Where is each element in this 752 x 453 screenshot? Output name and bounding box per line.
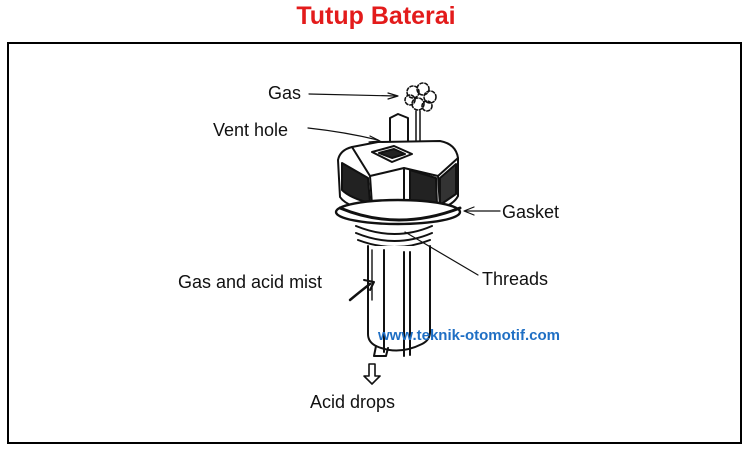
gasket-label: Gasket	[502, 202, 559, 222]
gas-cloud-icon	[404, 82, 437, 112]
threads-label: Threads	[482, 269, 548, 289]
gas-acid-mist-label: Gas and acid mist	[178, 272, 322, 292]
watermark-text: www.teknik-otomotif.com	[377, 327, 560, 344]
vent-hole-label: Vent hole	[213, 120, 288, 140]
acid-drops-label: Acid drops	[310, 392, 395, 412]
diagram-frame	[7, 42, 742, 444]
page-title: Tutup Baterai	[296, 2, 456, 30]
gas-label: Gas	[268, 83, 301, 103]
